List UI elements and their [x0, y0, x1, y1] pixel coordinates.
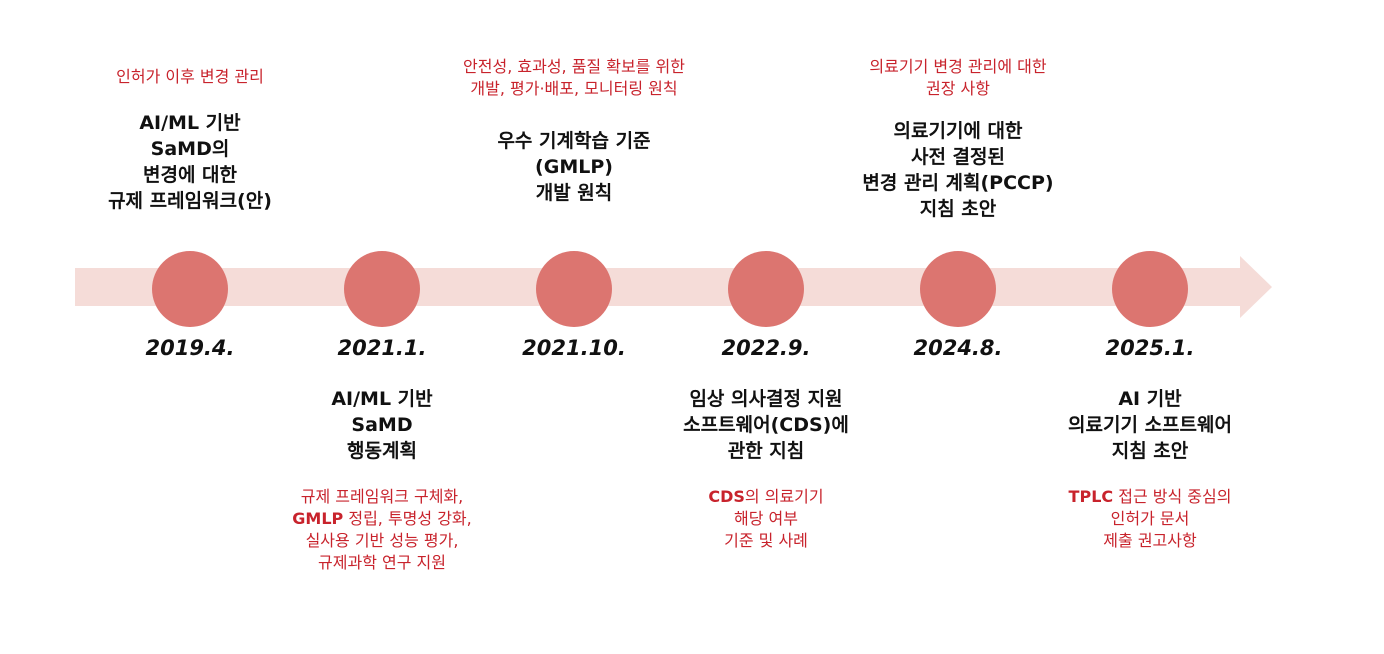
note-line: 인허가 문서 — [1110, 509, 1190, 528]
note-bold-prefix: CDS — [708, 487, 745, 506]
note-line: 제출 권고사항 — [1103, 531, 1197, 550]
title-line: 임상 의사결정 지원 — [689, 388, 843, 410]
milestone-2019-4: 인허가 이후 변경 관리 AI/ML 기반 SaMD의 변경에 대한 규제 프레… — [60, 66, 320, 214]
milestone-2022-9: 임상 의사결정 지원 소프트웨어(CDS)에 관한 지침 CDS의 의료기기 해… — [636, 386, 896, 552]
note-line: 기준 및 사례 — [724, 531, 808, 550]
note-line: GMLP 정립, 투명성 강화, — [252, 508, 512, 530]
note-line: 실사용 기반 성능 평가, — [305, 531, 459, 550]
timeline-arrow-shape — [75, 256, 1272, 318]
milestone-title: AI/ML 기반 SaMD의 변경에 대한 규제 프레임워크(안) — [60, 110, 320, 214]
title-line: 의료기기에 대한 — [893, 120, 1023, 142]
milestone-note: 규제 프레임워크 구체화, GMLP 정립, 투명성 강화, 실사용 기반 성능… — [252, 486, 512, 574]
timeline-node-2019-4 — [152, 251, 228, 327]
milestone-title: 우수 기계학습 기준 (GMLP) 개발 원칙 — [424, 128, 724, 206]
note-line: 개발, 평가·배포, 모니터링 원칙 — [470, 79, 678, 98]
milestone-note: 의료기기 변경 관리에 대한 권장 사항 — [808, 56, 1108, 100]
title-line: AI/ML 기반 — [331, 388, 433, 410]
milestone-note: TPLC 접근 방식 중심의 인허가 문서 제출 권고사항 — [1020, 486, 1280, 552]
milestone-note: CDS의 의료기기 해당 여부 기준 및 사례 — [636, 486, 896, 552]
milestone-date: 2025.1. — [1105, 336, 1195, 360]
note-line: TPLC 접근 방식 중심의 — [1020, 486, 1280, 508]
milestone-title: 의료기기에 대한 사전 결정된 변경 관리 계획(PCCP) 지침 초안 — [808, 118, 1108, 222]
milestone-note: 인허가 이후 변경 관리 — [60, 66, 320, 88]
note-line: 안전성, 효과성, 품질 확보를 위한 — [463, 57, 685, 76]
note-line: CDS의 의료기기 — [636, 486, 896, 508]
title-line: 우수 기계학습 기준 — [497, 130, 651, 152]
title-line: 지침 초안 — [1111, 440, 1189, 462]
title-line: 의료기기 소프트웨어 — [1068, 414, 1232, 436]
title-line: 지침 초안 — [919, 198, 997, 220]
title-line: AI 기반 — [1118, 388, 1182, 410]
milestone-2024-8: 의료기기 변경 관리에 대한 권장 사항 의료기기에 대한 사전 결정된 변경 … — [808, 56, 1108, 222]
milestone-2021-10: 안전성, 효과성, 품질 확보를 위한 개발, 평가·배포, 모니터링 원칙 우… — [424, 56, 724, 206]
milestone-date: 2019.4. — [145, 336, 235, 360]
milestone-note: 안전성, 효과성, 품질 확보를 위한 개발, 평가·배포, 모니터링 원칙 — [424, 56, 724, 100]
title-line: 개발 원칙 — [535, 182, 613, 204]
note-line: 규제 프레임워크 구체화, — [300, 487, 464, 506]
title-line: SaMD — [351, 414, 413, 436]
title-line: SaMD의 — [150, 138, 230, 160]
title-line: 관한 지침 — [727, 440, 805, 462]
note-line-rest: 접근 방식 중심의 — [1118, 487, 1232, 506]
milestone-title: 임상 의사결정 지원 소프트웨어(CDS)에 관한 지침 — [636, 386, 896, 464]
milestone-2025-1: AI 기반 의료기기 소프트웨어 지침 초안 TPLC 접근 방식 중심의 인허… — [1020, 386, 1280, 552]
timeline-node-2021-1 — [344, 251, 420, 327]
timeline-node-2024-8 — [920, 251, 996, 327]
note-line: 해당 여부 — [734, 509, 798, 528]
title-line: 소프트웨어(CDS)에 — [683, 414, 849, 436]
milestone-date: 2021.10. — [522, 336, 626, 360]
note-line: 규제과학 연구 지원 — [318, 553, 446, 572]
milestone-title: AI/ML 기반 SaMD 행동계획 — [252, 386, 512, 464]
note-line: 의료기기 변경 관리에 대한 — [869, 57, 1047, 76]
title-line: (GMLP) — [535, 156, 613, 178]
title-line: 사전 결정된 — [910, 146, 1005, 168]
milestone-date: 2022.9. — [721, 336, 811, 360]
milestone-2021-1: AI/ML 기반 SaMD 행동계획 규제 프레임워크 구체화, GMLP 정립… — [252, 386, 512, 574]
milestone-date: 2024.8. — [913, 336, 1003, 360]
title-line: 규제 프레임워크(안) — [108, 190, 272, 212]
title-line: 행동계획 — [347, 440, 417, 462]
note-line-rest: 의 의료기기 — [744, 487, 824, 506]
timeline-node-2025-1 — [1112, 251, 1188, 327]
note-line: 인허가 이후 변경 관리 — [116, 67, 264, 86]
note-line-rest: 정립, 투명성 강화, — [348, 509, 472, 528]
note-line: 권장 사항 — [926, 79, 990, 98]
title-line: AI/ML 기반 — [139, 112, 241, 134]
timeline-node-2021-10 — [536, 251, 612, 327]
note-bold-prefix: TPLC — [1068, 487, 1114, 506]
title-line: 변경 관리 계획(PCCP) — [862, 172, 1054, 194]
note-bold-prefix: GMLP — [292, 509, 344, 528]
timeline-node-2022-9 — [728, 251, 804, 327]
milestone-date: 2021.1. — [337, 336, 427, 360]
title-line: 변경에 대한 — [142, 164, 237, 186]
milestone-title: AI 기반 의료기기 소프트웨어 지침 초안 — [1020, 386, 1280, 464]
